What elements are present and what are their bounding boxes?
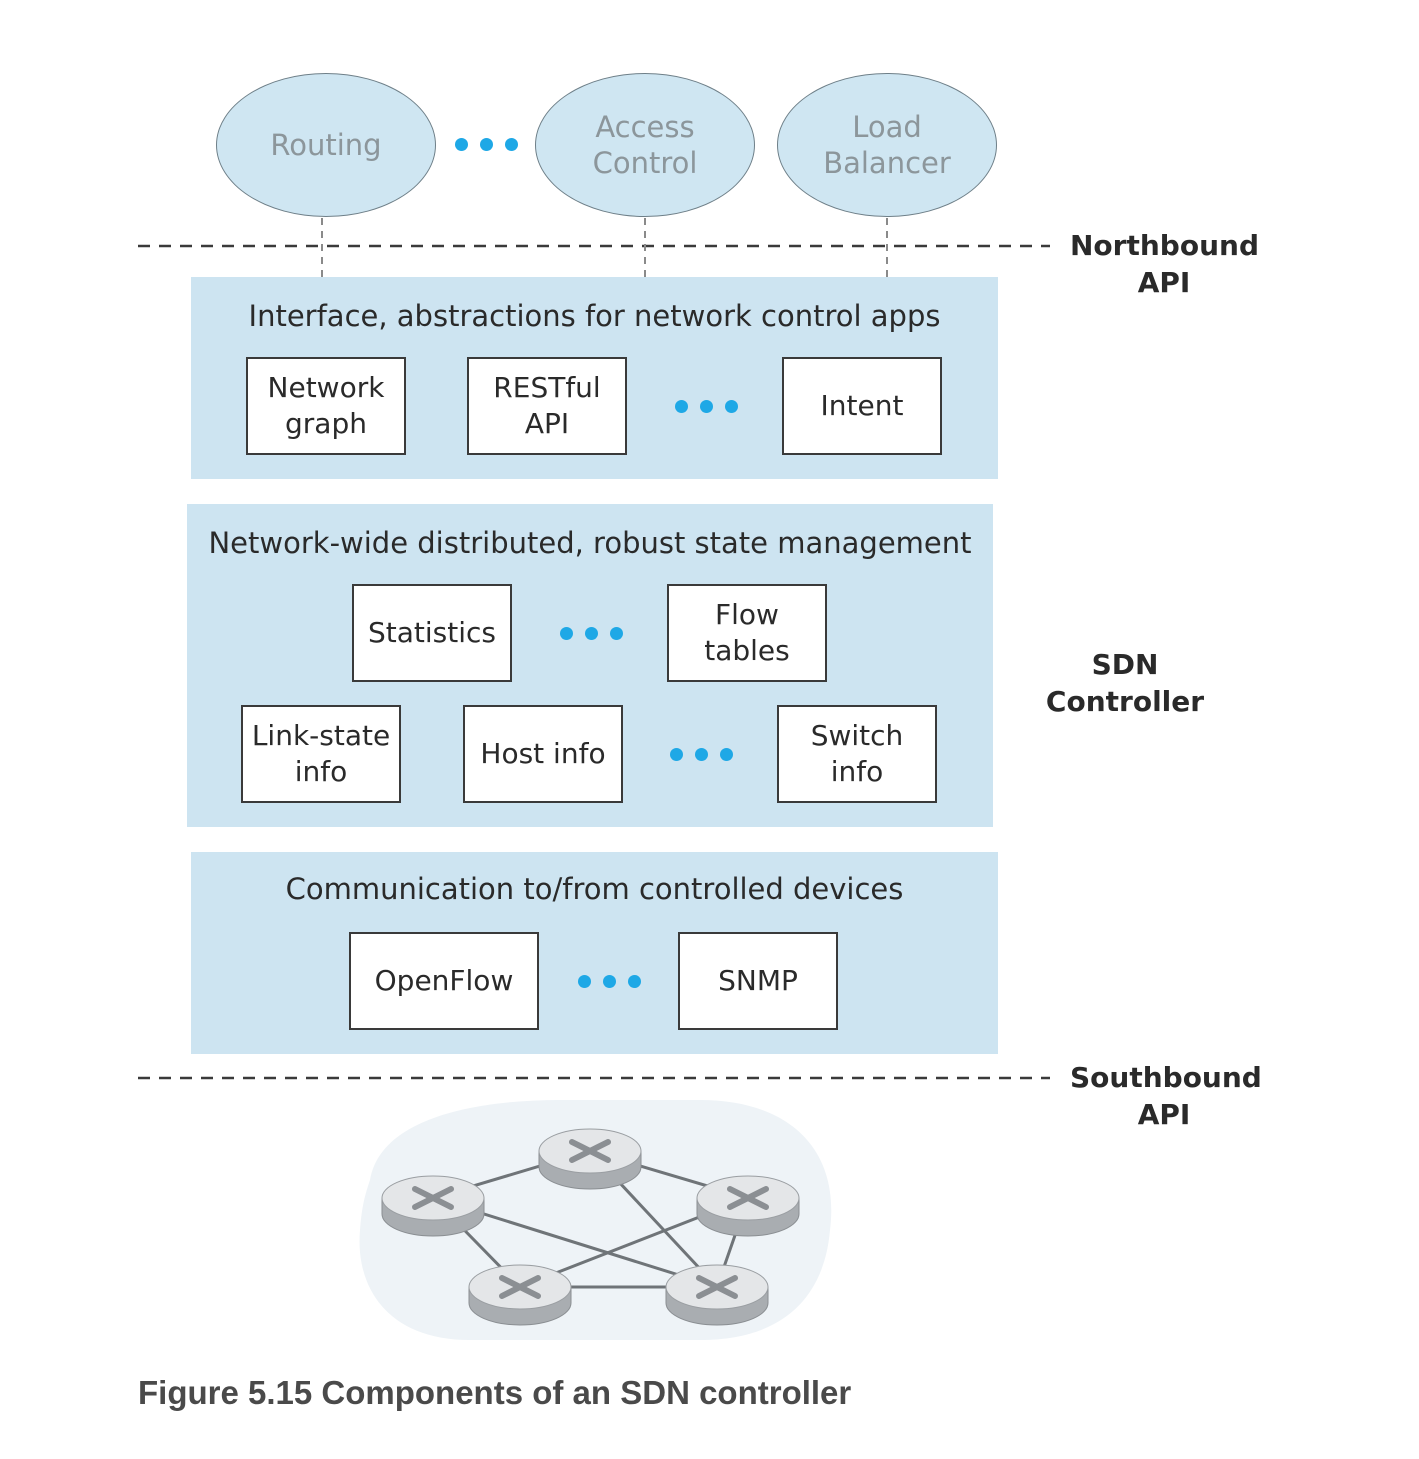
ellipsis-dot: [700, 400, 713, 413]
ellipsis-dot: [670, 748, 683, 761]
app-access-control: Access Control: [535, 73, 755, 217]
router-icon: [538, 1128, 642, 1190]
ellipsis-dot: [695, 748, 708, 761]
state-layer-title: Network-wide distributed, robust state m…: [208, 526, 972, 560]
figure-caption: Figure 5.15 Components of an SDN control…: [138, 1374, 852, 1411]
app-routing: Routing: [216, 73, 436, 217]
state-management-layer: Network-wide distributed, robust state m…: [187, 504, 993, 827]
state-ellipsis-top: [560, 627, 623, 640]
router-icon: [381, 1175, 485, 1237]
router-icon: [696, 1175, 800, 1237]
component-flow-tables: Flow tables: [667, 584, 827, 682]
component-link-state-info: Link-state info: [241, 705, 401, 803]
component-restful-api: RESTful API: [467, 357, 627, 455]
southbound-api-label: Southbound API: [1070, 1061, 1262, 1131]
ellipsis-dot: [603, 975, 616, 988]
communication-layer-title: Communication to/from controlled devices: [285, 872, 904, 906]
component-switch-info: Switch info: [777, 705, 937, 803]
ellipsis-dot: [720, 748, 733, 761]
communication-ellipsis: [578, 975, 641, 988]
ellipsis-dot: [455, 138, 468, 151]
interface-layer: Interface, abstractions for network cont…: [191, 277, 998, 479]
ellipsis-dot: [560, 627, 573, 640]
state-ellipsis-bottom: [670, 748, 733, 761]
component-openflow: OpenFlow: [349, 932, 539, 1030]
ellipsis-dot: [585, 627, 598, 640]
app-load-balancer-label: Load Balancer: [823, 110, 951, 180]
ellipsis-dot: [628, 975, 641, 988]
interface-layer-title: Interface, abstractions for network cont…: [248, 299, 941, 333]
routers: [381, 1128, 800, 1326]
ellipsis-dot: [480, 138, 493, 151]
router-icon: [468, 1264, 572, 1326]
ellipsis-dot: [725, 400, 738, 413]
app-routing-label: Routing: [270, 128, 382, 162]
component-host-info: Host info: [463, 705, 623, 803]
northbound-api-label: Northbound API: [1070, 229, 1259, 299]
apps-ellipsis: [455, 138, 518, 151]
ellipsis-dot: [610, 627, 623, 640]
ellipsis-dot: [578, 975, 591, 988]
sdn-controller-label: SDN Controller: [1045, 648, 1205, 718]
app-access-control-label: Access Control: [592, 110, 698, 180]
component-intent: Intent: [782, 357, 942, 455]
ellipsis-dot: [505, 138, 518, 151]
router-icon: [665, 1264, 769, 1326]
ellipsis-dot: [675, 400, 688, 413]
component-snmp: SNMP: [678, 932, 838, 1030]
interface-ellipsis: [675, 400, 738, 413]
app-load-balancer: Load Balancer: [777, 73, 997, 217]
component-statistics: Statistics: [352, 584, 512, 682]
component-network-graph: Network graph: [246, 357, 406, 455]
communication-layer: Communication to/from controlled devices…: [191, 852, 998, 1054]
